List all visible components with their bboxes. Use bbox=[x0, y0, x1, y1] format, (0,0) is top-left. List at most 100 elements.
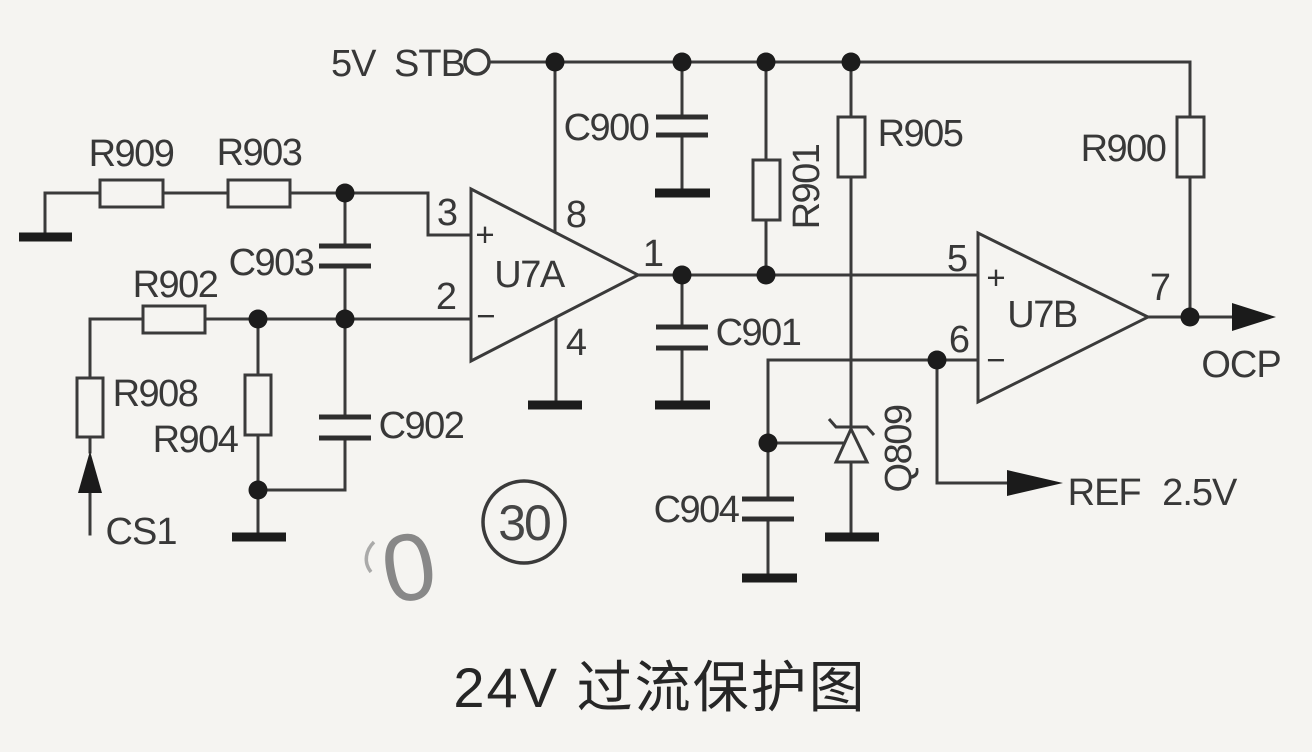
capacitor-label: C901 bbox=[716, 312, 801, 354]
arrow-right-icon bbox=[1232, 303, 1276, 331]
opamp-triangle bbox=[976, 230, 1152, 405]
capacitor-plates bbox=[319, 243, 371, 269]
wire-top-rail bbox=[488, 60, 1192, 119]
junction-dot bbox=[756, 52, 776, 72]
minus-sign-icon: − bbox=[476, 297, 495, 334]
pin-number-6: 6 bbox=[949, 319, 969, 361]
junction-dots bbox=[248, 52, 1200, 500]
junction-dot bbox=[841, 52, 861, 72]
capacitor-label: C900 bbox=[564, 107, 649, 149]
capacitor-plates bbox=[656, 324, 708, 351]
pin-number-8: 8 bbox=[566, 194, 586, 236]
opamp-u7b: U7B + − 5 6 7 bbox=[947, 230, 1171, 405]
resistor-r901: R901 bbox=[751, 144, 828, 229]
resistor-label: R908 bbox=[113, 373, 198, 415]
badge-number: 30 bbox=[498, 495, 550, 551]
resistor-body bbox=[226, 178, 292, 209]
resistor-body bbox=[141, 304, 207, 335]
ocp-label: OCP bbox=[1201, 344, 1280, 386]
power-terminal: 5V STB bbox=[331, 43, 491, 85]
resistor-body bbox=[836, 115, 867, 179]
ref-output: REF 2.5V bbox=[1007, 470, 1239, 514]
wire-r903-to-pin3 bbox=[288, 191, 473, 237]
cs1-input: CS1 bbox=[78, 451, 177, 553]
resistor-label: R903 bbox=[217, 132, 302, 174]
resistor-label: R905 bbox=[878, 113, 963, 155]
cs1-label: CS1 bbox=[106, 511, 177, 553]
junction-dot bbox=[248, 309, 268, 329]
badge-circle-icon bbox=[481, 479, 567, 565]
capacitor-plates bbox=[319, 414, 371, 441]
handwritten-annotation: 0 bbox=[364, 511, 444, 625]
pencil-tail-stroke bbox=[364, 540, 376, 574]
pin-number-2: 2 bbox=[436, 276, 456, 318]
resistor-label: R901 bbox=[786, 144, 828, 229]
diagram-title: 24V 过流保护图 bbox=[453, 656, 866, 719]
pin-number-7: 7 bbox=[1150, 267, 1170, 309]
arrow-right-icon bbox=[1007, 470, 1063, 496]
resistor-r909: R909 bbox=[89, 133, 175, 209]
resistor-r902: R902 bbox=[133, 264, 219, 335]
opamp-ref: U7A bbox=[494, 254, 566, 296]
junction-dot bbox=[758, 433, 778, 453]
opamp-ref: U7B bbox=[1007, 294, 1077, 336]
resistor-body bbox=[75, 376, 105, 439]
resistor-body bbox=[1175, 115, 1206, 179]
junction-dot bbox=[335, 183, 355, 203]
capacitor-c903: C903 bbox=[229, 242, 371, 284]
opamp-u7a: U7A + − 3 2 8 4 1 bbox=[436, 186, 664, 364]
capacitor-plates bbox=[656, 114, 708, 138]
capacitor-c901: C901 bbox=[656, 312, 802, 354]
ocp-output: OCP bbox=[1201, 303, 1282, 386]
diode-label: Q809 bbox=[878, 405, 920, 492]
junction-dot bbox=[927, 350, 947, 370]
capacitor-label: C904 bbox=[654, 489, 740, 531]
resistor-r905: R905 bbox=[836, 113, 964, 179]
minus-sign-icon: − bbox=[986, 341, 1005, 378]
power-rail-label: 5V STB bbox=[331, 43, 465, 85]
resistor-label: R900 bbox=[1081, 128, 1166, 170]
resistor-label: R902 bbox=[133, 264, 218, 306]
plus-sign-icon: + bbox=[475, 216, 494, 253]
resistor-r903: R903 bbox=[217, 132, 303, 209]
resistor-body bbox=[751, 158, 782, 222]
pin-number-4: 4 bbox=[566, 322, 587, 364]
resistor-label: R909 bbox=[89, 133, 174, 175]
capacitor-plates bbox=[742, 496, 794, 522]
pin-number-1: 1 bbox=[643, 233, 663, 275]
handwritten-zero: 0 bbox=[374, 511, 444, 625]
diode-q809: Q809 bbox=[827, 405, 920, 492]
capacitor-c900: C900 bbox=[564, 107, 708, 149]
opamp-triangle bbox=[469, 186, 642, 364]
plus-sign-icon: + bbox=[986, 259, 1005, 296]
junction-dot bbox=[756, 265, 776, 285]
resistor-r904: R904 bbox=[153, 373, 273, 461]
capacitor-c904: C904 bbox=[654, 489, 794, 531]
ground-symbols bbox=[19, 188, 879, 583]
capacitor-label: C903 bbox=[229, 242, 314, 284]
pin-number-5: 5 bbox=[947, 238, 967, 280]
resistor-body bbox=[98, 178, 165, 209]
zener-anode-triangle bbox=[833, 425, 870, 464]
junction-dot bbox=[545, 52, 565, 72]
junction-dot bbox=[672, 265, 692, 285]
pin-number-3: 3 bbox=[437, 192, 457, 234]
page-badge: 30 bbox=[481, 479, 567, 565]
capacitor-c902: C902 bbox=[319, 405, 465, 447]
junction-dot bbox=[1180, 307, 1200, 327]
junction-dot bbox=[248, 480, 268, 500]
resistor-r908: R908 bbox=[75, 373, 199, 439]
capacitor-label: C902 bbox=[379, 405, 464, 447]
wire-r909-to-ground bbox=[43, 191, 102, 234]
wire-ref-output bbox=[935, 358, 1009, 485]
wire-r902-to-r908 bbox=[88, 317, 145, 380]
wire-r904-to-c902 bbox=[256, 436, 347, 492]
ref-label: REF 2.5V bbox=[1068, 472, 1238, 514]
resistor-label: R904 bbox=[153, 419, 239, 461]
junction-dot bbox=[672, 52, 692, 72]
resistor-r900: R900 bbox=[1081, 115, 1206, 179]
arrow-up-icon bbox=[78, 451, 102, 493]
terminal-circle-icon bbox=[463, 48, 491, 76]
